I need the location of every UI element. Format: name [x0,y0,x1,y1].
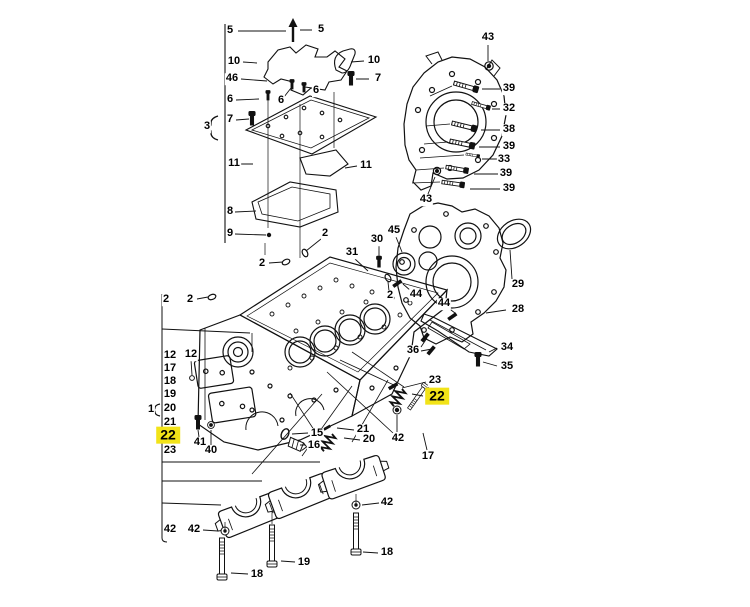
callout-5: 5 [316,23,326,36]
callout-10: 10 [226,55,242,68]
callout-42: 42 [162,523,178,536]
washer-43b [432,166,442,176]
callout-10: 10 [366,54,382,67]
callout-2: 2 [385,289,395,302]
callout-17: 17 [420,450,436,463]
strap-34 [420,313,498,367]
washer-43a [484,61,494,71]
callout-34: 34 [499,341,515,354]
bolt-9 [266,232,272,238]
callout-17: 17 [162,362,178,375]
block-right-face [351,288,448,418]
callout-33: 33 [496,153,512,166]
block-front-face [197,314,361,451]
callout-21: 21 [162,416,178,429]
callout-2: 2 [185,293,195,306]
gasket-46 [263,44,348,96]
pipe-10 [334,48,356,74]
callout-46: 46 [224,72,240,85]
cylinder-bores [284,303,391,368]
callout-19: 19 [162,388,178,401]
callout-38: 38 [501,123,517,136]
callout-11: 11 [359,159,373,172]
callout-39: 39 [501,182,517,195]
callout-6: 6 [225,93,235,106]
callout-44: 44 [408,288,424,301]
callout-29: 29 [510,278,526,291]
callout-2: 2 [320,227,330,240]
callout-43: 43 [480,31,496,44]
callout-16: 16 [306,439,322,452]
callout-36: 36 [405,344,421,357]
baffle-plate [244,95,378,155]
flywheel-housing [403,51,507,191]
callout-31: 31 [344,246,360,259]
callout-2: 2 [257,257,267,270]
callout-1: 1 [146,403,156,416]
callout-7: 7 [225,113,235,126]
bolt-5 [288,18,298,42]
callout-28: 28 [510,303,526,316]
callout-42: 42 [390,432,406,445]
timing-case [376,202,532,345]
callout-44: 44 [436,297,452,310]
callout-22-highlighted: 22 [156,426,180,444]
callout-12: 12 [183,348,199,361]
callout-39: 39 [501,140,517,153]
callout-18: 18 [162,375,178,388]
callout-40: 40 [203,444,219,457]
index-bracket [151,294,320,543]
callout-15: 15 [309,427,325,440]
callout-42: 42 [186,523,202,536]
callout-5: 5 [225,24,235,37]
leader-lines [190,29,513,575]
plug-16 [287,436,308,453]
callout-20: 20 [361,433,377,446]
callout-45: 45 [386,224,402,237]
side-cover-12b [207,386,257,424]
callout-12: 12 [162,349,178,362]
cover-plate-group [206,18,378,250]
lower-cover [251,181,339,228]
callout-39: 39 [498,167,514,180]
callout-35: 35 [499,360,515,373]
callout-18: 18 [379,546,395,559]
callout-18: 18 [249,568,265,581]
callout-9: 9 [225,227,235,240]
callout-8: 8 [225,205,235,218]
callout-3: 3 [202,120,212,133]
callout-2: 2 [161,293,171,306]
gasket-11 [299,149,349,177]
seal-45 [392,252,416,276]
callout-23: 23 [427,374,443,387]
callout-39: 39 [501,82,517,95]
callout-42: 42 [379,496,395,509]
callout-11: 11 [227,157,241,170]
callout-19: 19 [296,556,312,569]
callout-22-highlighted: 22 [425,387,449,405]
callout-43: 43 [418,193,434,206]
callout-6: 6 [311,84,321,97]
callout-20: 20 [162,402,178,415]
callout-30: 30 [369,233,385,246]
callout-23: 23 [162,444,178,457]
callout-7: 7 [373,72,383,85]
seal-29 [496,218,532,250]
callout-32: 32 [501,102,517,115]
callout-21: 21 [355,423,371,436]
side-cover-12a [193,355,235,389]
callout-6: 6 [276,94,286,107]
cylinder-block [189,256,449,451]
callout-41: 41 [192,436,208,449]
